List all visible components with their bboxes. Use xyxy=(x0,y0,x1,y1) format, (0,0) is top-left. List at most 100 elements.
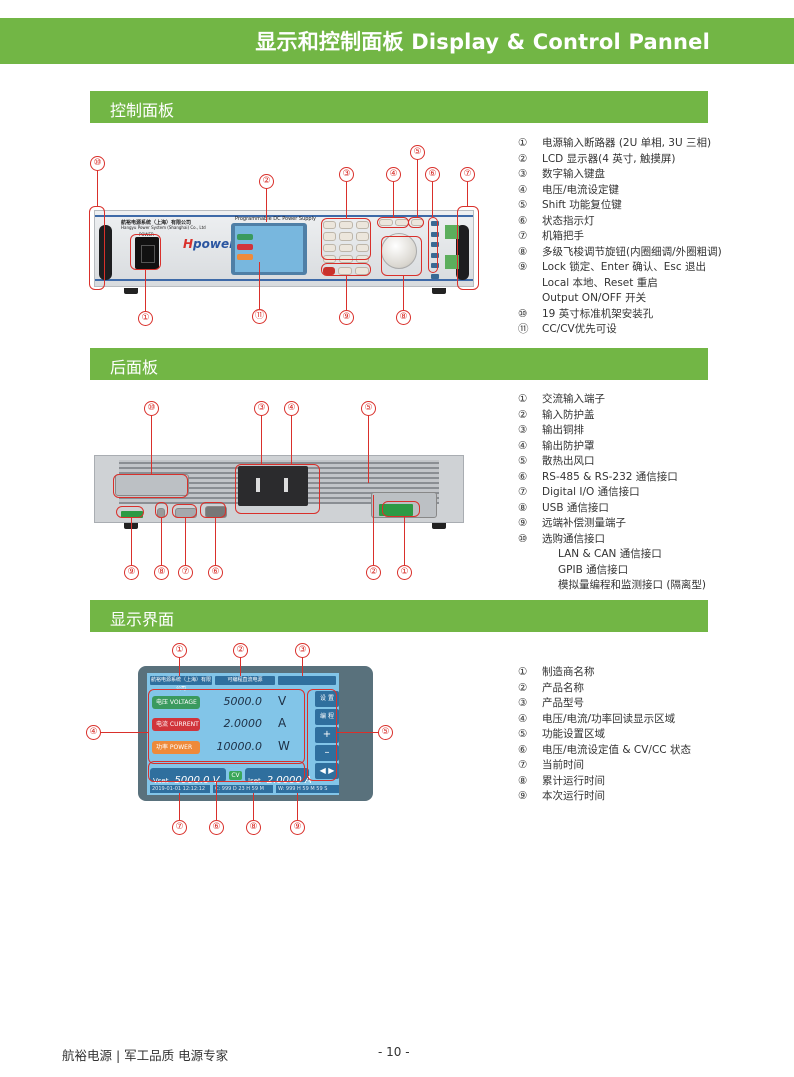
callout-display-6: ⑥ xyxy=(209,820,224,835)
current-readback: 电流 CURRENT 2.0000 A xyxy=(150,716,300,732)
callout-front-1: ① xyxy=(138,311,153,326)
footer-tagline: 航裕电源 | 军工品质 电源专家 xyxy=(62,1048,229,1063)
numeric-keypad[interactable] xyxy=(323,221,369,263)
status-leds xyxy=(431,221,439,279)
callout-front-5: ⑤ xyxy=(410,145,425,160)
callout-display-1: ① xyxy=(172,643,187,658)
cv-cc-status: CV xyxy=(229,771,242,780)
product-model xyxy=(278,676,336,685)
header-banner: 显示和控制面板 Display & Control Pannel xyxy=(0,18,794,64)
callout-rear-7: ⑦ xyxy=(178,565,193,580)
callout-display-9: ⑨ xyxy=(290,820,305,835)
device-foot xyxy=(432,523,446,529)
highlight-usb xyxy=(155,502,168,518)
highlight-handle xyxy=(457,206,479,290)
power-value: 10000.0 xyxy=(216,740,263,753)
callout-display-4: ④ xyxy=(86,725,101,740)
highlight-readback-area xyxy=(148,689,305,764)
section-title: 显示界面 xyxy=(110,610,175,629)
highlight-ac-input xyxy=(382,501,420,517)
callout-rear-10: ⑩ xyxy=(144,401,159,416)
highlight-vi-keys xyxy=(377,217,409,228)
device-foot xyxy=(432,288,446,294)
callout-front-4: ④ xyxy=(386,167,401,182)
top-stripe xyxy=(95,215,473,217)
highlight-remote-sense xyxy=(116,506,144,518)
highlight-busbar xyxy=(235,464,320,514)
power-unit: W xyxy=(278,739,290,753)
highlight-knob xyxy=(381,236,422,276)
power-switch[interactable] xyxy=(135,237,159,269)
remote-sense-terminal xyxy=(121,511,143,518)
callout-rear-3: ③ xyxy=(254,401,269,416)
highlight-setpoints xyxy=(148,761,305,782)
section-bar-rear-panel: 后面板 xyxy=(90,348,708,380)
highlight-rack-ears xyxy=(89,206,105,290)
company-name-en: Hangyu Power System (Shanghai) Co., Ltd xyxy=(121,225,206,230)
power-readback: 功率 POWER 10000.0 W xyxy=(150,739,300,755)
current-unit: A xyxy=(278,716,287,730)
session-runtime: W: 999 H 59 M 59 S xyxy=(276,785,339,793)
total-runtime: C: 999 D 23 H 59 M xyxy=(213,785,273,793)
callout-rear-4: ④ xyxy=(284,401,299,416)
voltage-value: 5000.0 xyxy=(223,695,263,708)
callout-front-10: ⑩ xyxy=(90,156,105,171)
settings-button[interactable]: 设 置 xyxy=(315,691,339,707)
manufacturer-name: 航裕电源系统（上海）有限公司 xyxy=(150,676,212,692)
mini-lcd xyxy=(231,223,307,275)
left-handle xyxy=(99,225,112,280)
highlight-shift-key xyxy=(408,217,424,228)
voltage-unit: V xyxy=(278,694,287,708)
callout-display-2: ② xyxy=(233,643,248,658)
highlight-rs485 xyxy=(200,502,226,518)
callout-rear-6: ⑥ xyxy=(208,565,223,580)
vset-value: 5000.0 V xyxy=(174,775,220,786)
callout-front-11: ⑪ xyxy=(252,309,267,324)
callout-rear-2: ② xyxy=(366,565,381,580)
right-handle xyxy=(456,225,469,280)
page-title: 显示和控制面板 Display & Control Pannel xyxy=(255,30,710,54)
callout-front-6: ⑥ xyxy=(425,167,440,182)
highlight-keypad xyxy=(321,218,371,260)
iset-value: 2.0000 A xyxy=(266,775,312,786)
callout-front-2: ② xyxy=(259,174,274,189)
lcd-screen: 航裕电源系统（上海）有限公司 可编程直流电源 电压 VOLTAGE 5000.0… xyxy=(147,673,339,795)
power-tag: 功率 POWER xyxy=(152,741,200,754)
current-value: 2.0000 xyxy=(223,717,263,730)
rotary-knob[interactable] xyxy=(381,233,417,269)
callout-front-3: ③ xyxy=(339,167,354,182)
callout-display-7: ⑦ xyxy=(172,820,187,835)
section-title: 控制面板 xyxy=(110,101,175,120)
section-bar-display: 显示界面 xyxy=(90,600,708,632)
callout-rear-1: ① xyxy=(397,565,412,580)
callout-rear-8: ⑧ xyxy=(154,565,169,580)
page-number: - 10 - xyxy=(378,1045,410,1059)
current-time: 2019-01-01 12:12:12 xyxy=(150,785,210,793)
callout-display-5: ⑤ xyxy=(378,725,393,740)
callout-display-3: ③ xyxy=(295,643,310,658)
plus-button[interactable]: + xyxy=(315,727,339,743)
company-name: 航裕电源系统（上海）有限公司 xyxy=(121,220,192,226)
highlight-leds xyxy=(428,217,438,273)
callout-rear-9: ⑨ xyxy=(124,565,139,580)
qr-code xyxy=(445,225,459,239)
highlight-function-keys xyxy=(321,263,371,276)
highlight-power-switch xyxy=(130,234,161,270)
current-tag: 电流 CURRENT xyxy=(152,718,200,731)
callout-front-7: ⑦ xyxy=(460,167,475,182)
callout-front-8: ⑧ xyxy=(396,310,411,325)
bottom-stripe xyxy=(95,279,473,281)
device-foot xyxy=(124,288,138,294)
program-button[interactable]: 编 程 xyxy=(315,709,339,725)
qr-code xyxy=(445,255,459,269)
section-bar-front-panel: 控制面板 xyxy=(90,91,708,123)
minus-button[interactable]: – xyxy=(315,745,339,761)
product-name: 可编程直流电源 xyxy=(215,676,275,685)
model-caption: Programmable DC Power Supply xyxy=(235,216,316,222)
highlight-optional-comm xyxy=(113,474,188,498)
output-busbar xyxy=(238,466,308,506)
voltage-readback: 电压 VOLTAGE 5000.0 V xyxy=(150,694,300,710)
